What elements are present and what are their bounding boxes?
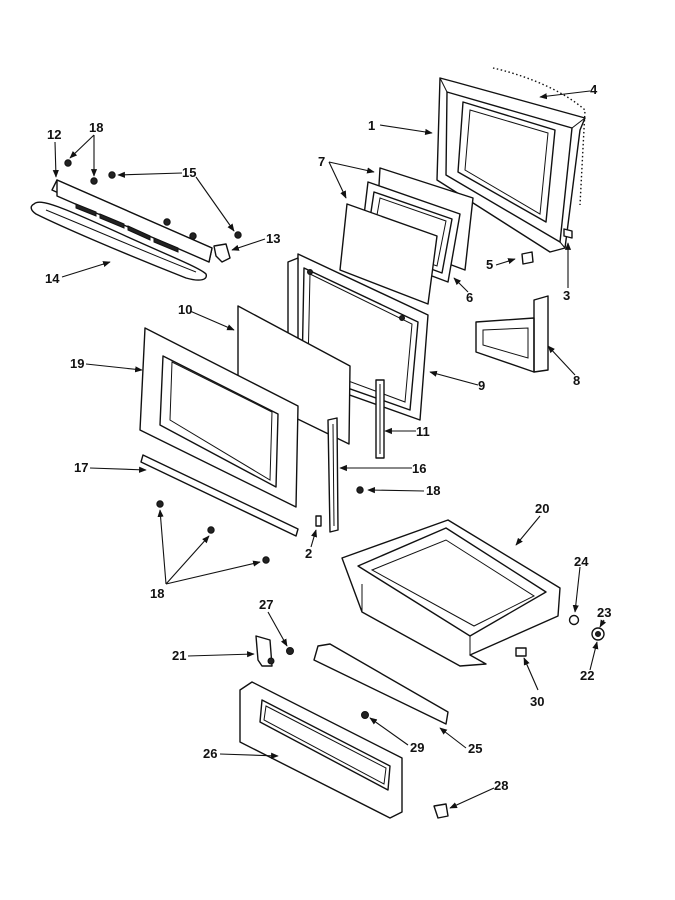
callout-21: 21 [172, 648, 186, 663]
drawer-body [341, 519, 561, 667]
door-hinge-channel-left [327, 417, 339, 533]
callout-5: 5 [486, 257, 493, 272]
leveling-leg [433, 803, 449, 819]
drawer-bracket [255, 635, 275, 667]
callout-12: 12 [47, 127, 61, 142]
door-handle [30, 201, 207, 281]
door-insulation-channel [475, 295, 549, 373]
screw-set [64, 159, 364, 564]
callout-10: 10 [178, 302, 192, 317]
callout-6: 6 [466, 290, 473, 305]
callout-18-right: 18 [426, 483, 440, 498]
inner-door-glass-front [339, 203, 438, 305]
callout-18-top: 18 [89, 120, 103, 135]
callout-22: 22 [580, 668, 594, 683]
callout-30: 30 [530, 694, 544, 709]
callout-13: 13 [266, 231, 280, 246]
callout-3: 3 [563, 288, 570, 303]
callout-1: 1 [368, 118, 375, 133]
handle-bracket [213, 243, 231, 263]
drawer-front-panel [239, 681, 403, 819]
callout-24: 24 [574, 554, 589, 569]
callout-9: 9 [478, 378, 485, 393]
drawer-glide [515, 647, 527, 657]
door-hinge-channel-right [375, 379, 385, 459]
gasket-clip [563, 228, 573, 239]
callout-28: 28 [494, 778, 508, 793]
callout-26: 26 [203, 746, 217, 761]
outer-door-panel [139, 327, 299, 508]
callout-7: 7 [318, 154, 325, 169]
vent-trim [51, 179, 213, 263]
rail-screw [361, 711, 369, 719]
callout-19: 19 [70, 356, 84, 371]
callout-11: 11 [416, 424, 430, 439]
callout-2: 2 [305, 546, 312, 561]
callout-27: 27 [259, 597, 273, 612]
glide-roller-22 [591, 627, 605, 641]
door-clip [315, 515, 322, 527]
callout-20: 20 [535, 501, 549, 516]
door-bottom-trim [140, 454, 299, 537]
glide-roller-24 [568, 614, 580, 626]
callout-15: 15 [182, 165, 196, 180]
callout-25: 25 [468, 741, 482, 756]
callout-4: 4 [590, 82, 598, 97]
door-window-glass [237, 305, 351, 445]
bracket-screw [286, 647, 294, 655]
drawer-rail [313, 643, 449, 725]
callout-8: 8 [573, 373, 580, 388]
callout-18-bottom: 18 [150, 586, 164, 601]
callout-16: 16 [412, 461, 426, 476]
leader-lines [52, 90, 607, 809]
callout-14: 14 [45, 271, 60, 286]
callout-numbers: 1 2 3 4 5 6 7 8 9 10 11 12 13 14 15 16 1… [45, 82, 611, 793]
callout-29: 29 [410, 740, 424, 755]
callout-23: 23 [597, 605, 611, 620]
callout-17: 17 [74, 460, 88, 475]
spacer-block [521, 251, 534, 265]
